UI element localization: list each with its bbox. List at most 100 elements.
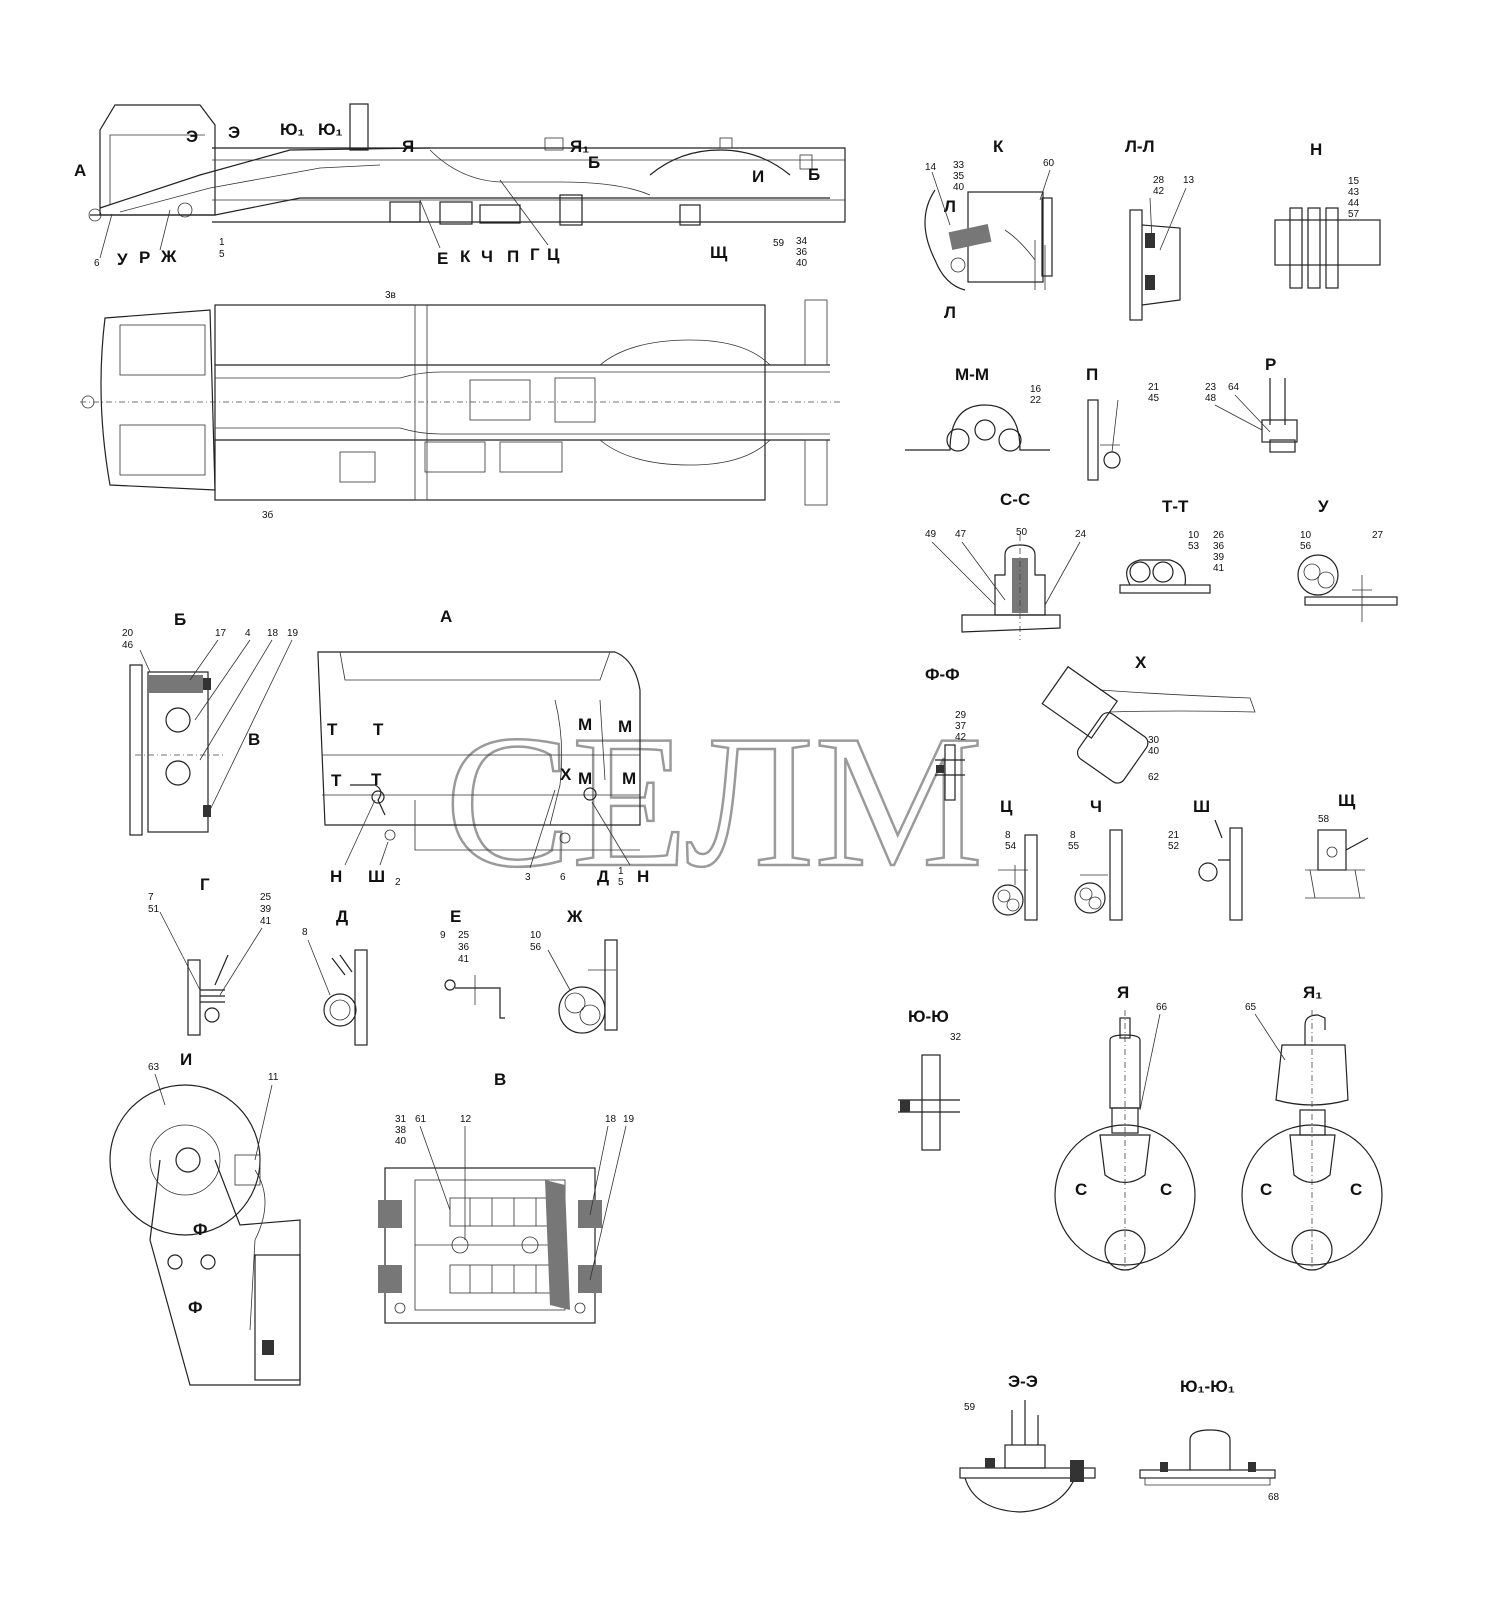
- num-E-25: 25: [458, 930, 470, 941]
- tag-Ye-side: Е: [437, 249, 448, 268]
- num-B-4: 4: [245, 628, 251, 639]
- section-FF-title: Ф-Ф: [925, 665, 960, 684]
- tag-A-X: Х: [560, 765, 572, 784]
- num-YUYU-32: 32: [950, 1032, 962, 1043]
- section-B: Б 20 46 17 4 18 19 В: [122, 610, 299, 836]
- num-X-62: 62: [1148, 772, 1160, 783]
- tag-A-M3: М: [578, 769, 592, 788]
- tag-B-side-1: Б: [588, 153, 600, 172]
- num-V-40: 40: [395, 1136, 407, 1147]
- section-D: Д 8: [302, 907, 368, 1046]
- num-E-41: 41: [458, 954, 470, 965]
- section-YA1: Я₁ С С 65: [1241, 983, 1383, 1271]
- num-A-2: 2: [395, 877, 401, 888]
- tag-A-M4: М: [622, 769, 636, 788]
- num-EE-59: 59: [964, 1402, 976, 1413]
- tag-YU1-side-2: Ю₁: [318, 120, 343, 139]
- num-V-12: 12: [460, 1114, 472, 1125]
- section-MM: М-М 16 22: [905, 365, 1050, 452]
- section-A: А Т Т Т Т М М М М Х Н Ш Д Н 2 3 6 1 5: [317, 607, 649, 888]
- num-LL-42: 42: [1153, 186, 1165, 197]
- section-V-title: В: [494, 1070, 506, 1089]
- num-A-6: 6: [560, 872, 566, 883]
- chassis-side-view: [88, 103, 846, 226]
- tag-I-side: И: [752, 167, 764, 186]
- num-B-18: 18: [267, 628, 279, 639]
- num-YU1-68: 68: [1268, 1492, 1280, 1503]
- section-YA1-title: Я₁: [1303, 983, 1322, 1002]
- num-R-23: 23: [1205, 382, 1217, 393]
- tag-A-M2: М: [618, 717, 632, 736]
- tag-R-side: Р: [139, 248, 150, 267]
- chassis-side-labels: А Э Э Ю₁ Ю₁ Я Я₁ Б И Б У Р Ж Е К Ч П Г Ц…: [74, 120, 820, 269]
- tag-A-T3: Т: [331, 771, 342, 790]
- tag-B-side-2: Б: [808, 165, 820, 184]
- num-side-5: 5: [219, 249, 225, 260]
- tag-A-D: Д: [597, 867, 609, 886]
- num-V-18: 18: [605, 1114, 617, 1125]
- num-N-15: 15: [1348, 176, 1360, 187]
- section-CH: Ч 8 55: [1068, 797, 1123, 921]
- tag-A-side: А: [74, 161, 86, 180]
- num-CH-8: 8: [1070, 830, 1076, 841]
- num-SS-24: 24: [1075, 529, 1087, 540]
- section-K-title: К: [993, 137, 1004, 156]
- section-SS: С-С 49 47 50 24: [925, 490, 1087, 640]
- tag-I-F2: Ф: [188, 1298, 203, 1317]
- section-LL-title: Л-Л: [1125, 137, 1155, 156]
- section-R-title: Р: [1265, 355, 1276, 374]
- section-P-title: П: [1086, 365, 1098, 384]
- tag-A-T1: Т: [327, 720, 338, 739]
- section-YUYU: Ю-Ю 32: [898, 1007, 962, 1151]
- tag-P-side: П: [507, 247, 519, 266]
- num-TT-41: 41: [1213, 563, 1225, 574]
- tag-A-N2: Н: [637, 867, 649, 886]
- num-P-45: 45: [1148, 393, 1160, 404]
- num-side-1: 1: [219, 237, 225, 248]
- num-TT-53: 53: [1188, 541, 1200, 552]
- num-G-39: 39: [260, 904, 272, 915]
- num-MM-22: 22: [1030, 395, 1042, 406]
- section-ZH-title: Ж: [566, 907, 583, 926]
- num-V-19: 19: [623, 1114, 635, 1125]
- num-YA1-65: 65: [1245, 1002, 1257, 1013]
- num-TS-8: 8: [1005, 830, 1011, 841]
- num-G-7: 7: [148, 892, 154, 903]
- tag-A-N1: Н: [330, 867, 342, 886]
- num-V-38: 38: [395, 1125, 407, 1136]
- tag-YU1-side-1: Ю₁: [280, 120, 305, 139]
- section-EE-title: Э-Э: [1008, 1372, 1038, 1391]
- section-E: Е 9 25 36 41: [440, 907, 505, 1019]
- section-LL: Л-Л 28 42 13: [1125, 137, 1195, 321]
- num-K-14: 14: [925, 162, 937, 173]
- section-SH: Ш 21 52: [1168, 797, 1243, 921]
- section-G-title: Г: [200, 875, 210, 894]
- num-SH-52: 52: [1168, 841, 1180, 852]
- section-TT: Т-Т 10 53 26 36 39 41: [1119, 497, 1225, 594]
- tag-YA1-S1: С: [1260, 1180, 1272, 1199]
- num-E-9: 9: [440, 930, 446, 941]
- tag-I-F1: Ф: [193, 1220, 208, 1239]
- num-N-57: 57: [1348, 209, 1360, 220]
- tag-E-side-1: Э: [186, 127, 198, 146]
- tag-K-L1: Л: [944, 197, 956, 216]
- num-FF-42: 42: [955, 732, 967, 743]
- num-P-21: 21: [1148, 382, 1160, 393]
- tag-TS-side: Ц: [547, 245, 560, 264]
- num-B-17: 17: [215, 628, 227, 639]
- num-B-19: 19: [287, 628, 299, 639]
- num-TS-54: 54: [1005, 841, 1017, 852]
- tag-YA-S2: С: [1160, 1180, 1172, 1199]
- num-G-41: 41: [260, 916, 272, 927]
- tag-A-T2: Т: [373, 720, 384, 739]
- num-K-35: 35: [953, 171, 965, 182]
- section-U: У 10 56 27: [1297, 497, 1398, 622]
- num-B-46: 46: [122, 640, 134, 651]
- section-MM-title: М-М: [955, 365, 989, 384]
- num-G-51: 51: [148, 904, 160, 915]
- section-YU1-title: Ю₁-Ю₁: [1180, 1377, 1235, 1396]
- num-V-31: 31: [395, 1114, 407, 1125]
- num-I-11: 11: [268, 1072, 279, 1083]
- num-A-3: 3: [525, 872, 531, 883]
- tag-E-side-2: Э: [228, 123, 240, 142]
